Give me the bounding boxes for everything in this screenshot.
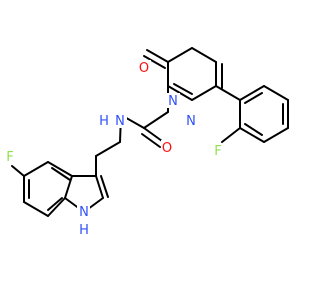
molecule-canvas: O N N F O N H F xyxy=(4,47,289,238)
fluorine-label: F xyxy=(6,150,13,165)
bond xyxy=(173,83,193,95)
indole-fluorine: F xyxy=(4,149,16,165)
bond xyxy=(146,49,169,63)
bond xyxy=(11,165,25,177)
oxygen-label: O xyxy=(162,141,172,156)
oxygen-label: O xyxy=(139,61,149,76)
bond xyxy=(244,123,263,136)
nitrogen-label: N xyxy=(186,114,196,129)
bond xyxy=(239,85,265,101)
ring-nitrogen-2: N xyxy=(184,113,197,129)
ring-carbonyl-oxygen: O xyxy=(138,60,151,76)
bond xyxy=(100,175,109,198)
bond xyxy=(221,127,241,143)
bond xyxy=(215,85,241,101)
bond xyxy=(143,111,169,129)
indole-nitrogen: N xyxy=(77,204,90,220)
amide-oxygen: O xyxy=(161,140,174,156)
bond xyxy=(47,197,63,211)
molecule-structure: O N N F O N H F xyxy=(4,47,289,238)
bond xyxy=(167,47,193,63)
phenyl-fluorine: F xyxy=(212,143,224,159)
bond xyxy=(143,127,163,142)
bond xyxy=(47,161,73,177)
amide-nitrogen: N xyxy=(114,113,127,129)
indole-hydrogen: H xyxy=(77,222,90,238)
bond xyxy=(191,85,217,101)
fluorine-label: F xyxy=(214,144,221,159)
bond xyxy=(23,201,49,217)
ring-nitrogen-1: N xyxy=(167,93,180,109)
atom-labels: O N N F O N H F xyxy=(4,60,224,238)
nitrogen-label: N xyxy=(115,114,125,129)
bond xyxy=(95,141,121,157)
bond xyxy=(143,55,166,69)
hydrogen-label: H xyxy=(99,114,109,129)
nitrogen-label: N xyxy=(168,94,178,109)
bond xyxy=(239,127,265,143)
bond xyxy=(141,133,161,148)
amide-hydrogen: H xyxy=(98,113,110,129)
bond xyxy=(95,175,104,199)
bond xyxy=(191,47,217,63)
bond xyxy=(263,127,289,143)
bond xyxy=(51,167,71,181)
bond xyxy=(23,161,49,177)
nitrogen-label: N xyxy=(79,205,89,220)
bond xyxy=(263,85,289,101)
bonds xyxy=(11,47,289,217)
bond xyxy=(244,92,263,104)
hydrogen-label: H xyxy=(79,223,89,238)
bond xyxy=(47,197,66,217)
